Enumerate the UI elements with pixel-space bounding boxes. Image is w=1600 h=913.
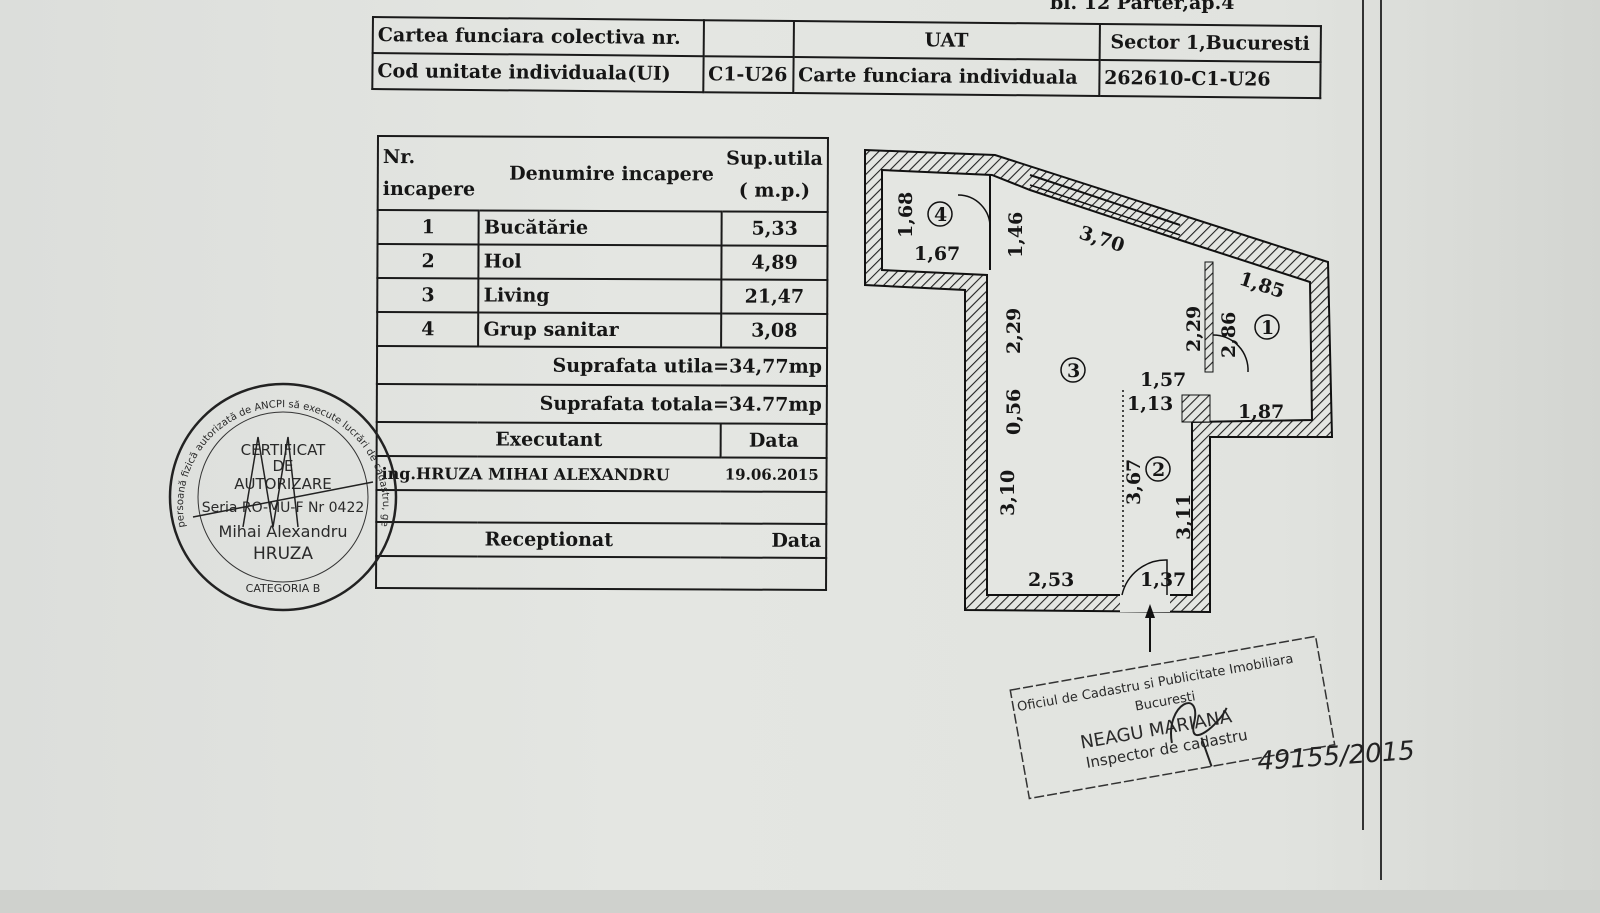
header-fragment: bl. 12 Parter,ap.4 (1050, 0, 1235, 14)
stamp-text: CERTIFICAT (241, 441, 326, 459)
stamp-text: CATEGORIA B (246, 582, 321, 595)
executant-stamp: persoană fizică autorizată de ANCPI să e… (168, 382, 398, 612)
margin-line (1380, 0, 1382, 880)
dimension: 3,11 (1173, 494, 1195, 540)
stamp-text: AUTORIZARE (234, 475, 332, 493)
document-page (0, 0, 1600, 890)
dimension: 1,68 (895, 192, 917, 238)
dimension: 1,57 (1140, 369, 1186, 391)
signature-icon (192, 436, 374, 528)
stamp-text: Mihai Alexandru (219, 522, 348, 541)
dimension: 0,56 (1003, 389, 1025, 435)
dimension: 2,29 (1003, 308, 1025, 354)
dimension: 3,67 (1123, 459, 1145, 505)
signature-icon (1170, 702, 1228, 767)
floor-plan-walls (864, 148, 1334, 652)
room-numbers: 1 2 3 4 (927, 201, 1280, 482)
room-number: 2 (1152, 459, 1165, 481)
dimension: 1,67 (914, 243, 960, 265)
stamp-text: HRUZA (253, 544, 313, 564)
room-number: 1 (1261, 317, 1274, 339)
dimension: 1,46 (1005, 212, 1027, 258)
dimension: 2,86 (1218, 312, 1240, 358)
dimension: 2,53 (1028, 569, 1074, 591)
dimension: 1,37 (1140, 569, 1186, 591)
room-number: 3 (1067, 360, 1080, 382)
margin-line (1362, 0, 1364, 830)
handwritten-number: 49155/2015 (1256, 736, 1415, 777)
dimension: 2,29 (1183, 306, 1205, 352)
dimension: 1,13 (1127, 393, 1173, 415)
stamp-text: Seria RO-MU-F Nr 0422 (202, 500, 365, 516)
dimension: 3,10 (997, 470, 1019, 516)
room-number: 4 (934, 204, 947, 226)
dimension: 1,87 (1238, 401, 1284, 423)
